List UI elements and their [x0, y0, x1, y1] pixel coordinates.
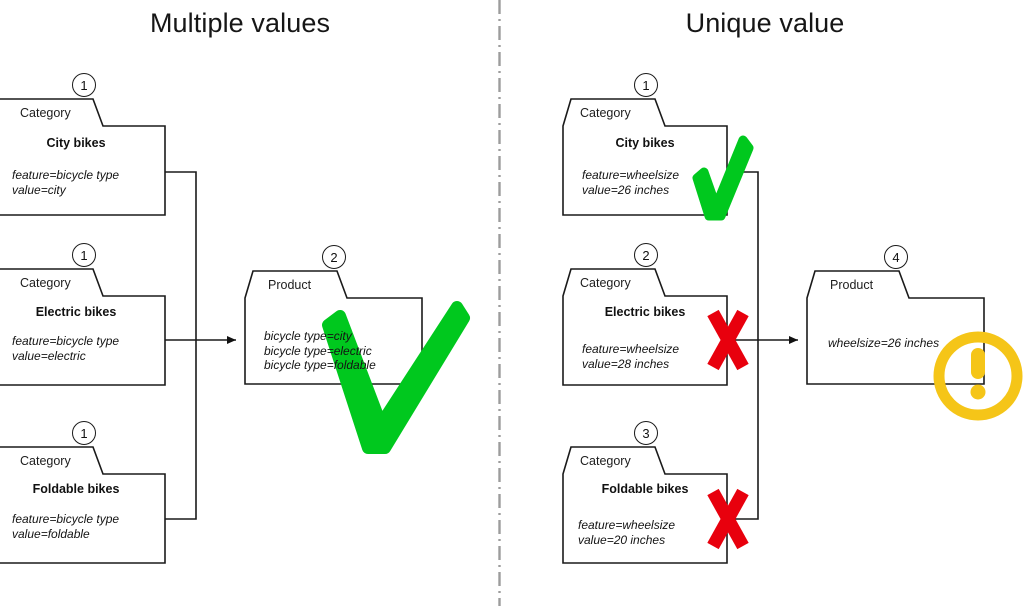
folder-body-line1: feature=bicycle type: [12, 168, 120, 182]
folder-title: Foldable bikes: [32, 482, 120, 496]
cross-icon-right-foldable: [707, 488, 749, 550]
badge-left-foldable: 1: [72, 421, 96, 445]
folder-left-electric: [0, 268, 166, 386]
folder-body-line1: wheelsize=26 inches: [828, 336, 940, 350]
folder-body: feature=wheelsize value=28 inches: [582, 342, 679, 371]
check-icon-left-verdict: [322, 301, 470, 454]
connector-left-foldable: [165, 340, 197, 520]
folder-body-line1: feature=bicycle type: [12, 334, 120, 348]
folder-tab-label: Category: [580, 454, 631, 468]
folder-title: Foldable bikes: [601, 482, 689, 496]
folder-tab-label: Category: [580, 106, 631, 120]
warning-icon-right-verdict: [933, 331, 1023, 421]
folder-title: Electric bikes: [35, 305, 117, 319]
folder-body: bicycle type=city bicycle type=electric …: [264, 329, 376, 373]
badge-right-city: 1: [634, 73, 658, 97]
folder-body-line2: value=20 inches: [578, 532, 666, 547]
badge-left-product: 2: [322, 245, 346, 269]
folder-left-city: [0, 98, 166, 216]
folder-title: Electric bikes: [604, 305, 686, 319]
badge-left-electric: 1: [72, 243, 96, 267]
connector-left-city: [165, 171, 197, 340]
folder-body: feature=wheelsize value=20 inches: [578, 518, 675, 547]
folder-body: feature=bicycle type value=city: [12, 168, 119, 197]
folder-body-line3: bicycle type=foldable: [264, 358, 376, 372]
folder-body: feature=bicycle type value=foldable: [12, 512, 119, 541]
folder-body-line2: value=city: [12, 182, 66, 197]
folder-tab-label: Category: [580, 276, 631, 290]
folder-tab-label: Product: [268, 278, 312, 292]
panel-title-right: Unique value: [685, 8, 845, 38]
badge-right-product: 4: [884, 245, 908, 269]
cross-icon-right-electric: [707, 309, 749, 371]
folder-body: feature=bicycle type value=electric: [12, 334, 119, 363]
badge-right-electric: 2: [634, 243, 658, 267]
panel-title-left: Multiple values: [149, 8, 331, 38]
folder-body-line1: feature=wheelsize: [578, 518, 676, 532]
folder-title: City bikes: [46, 136, 106, 150]
folder-left-foldable: [0, 446, 166, 564]
folder-body: wheelsize=26 inches: [828, 336, 939, 351]
folder-body-line2: value=26 inches: [582, 182, 670, 197]
folder-tab-label: Category: [20, 276, 71, 290]
folder-title: City bikes: [615, 136, 675, 150]
folder-right-foldable: [562, 446, 728, 564]
folder-body-line2: value=electric: [12, 348, 86, 363]
folder-right-electric: [562, 268, 728, 386]
folder-body-line2: value=28 inches: [582, 356, 670, 371]
check-icon-right-city: [692, 135, 754, 221]
folder-tab-label: Category: [20, 454, 71, 468]
folder-body-line1: feature=bicycle type: [12, 512, 120, 526]
folder-tab-label: Category: [20, 106, 71, 120]
folder-right-city: [562, 98, 728, 216]
folder-tab-label: Product: [830, 278, 874, 292]
folder-body-line1: feature=wheelsize: [582, 168, 680, 182]
folder-body: feature=wheelsize value=26 inches: [582, 168, 679, 197]
connector-right-foldable: [727, 340, 759, 520]
badge-right-foldable: 3: [634, 421, 658, 445]
folder-body-line1: feature=wheelsize: [582, 342, 680, 356]
folder-body-line1: bicycle type=city: [264, 329, 352, 343]
badge-left-city: 1: [72, 73, 96, 97]
folder-body-line2: bicycle type=electric: [264, 343, 372, 358]
folder-body-line2: value=foldable: [12, 526, 90, 541]
